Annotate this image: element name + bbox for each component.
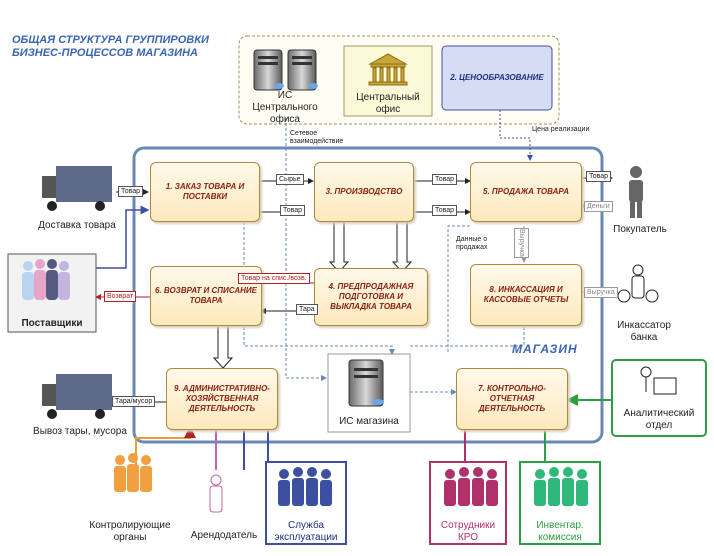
network-note: Сетевое взаимодействие <box>290 130 344 145</box>
flow-raw: Сырье <box>276 174 304 185</box>
truck-icon <box>42 374 112 419</box>
flow-goods-in: Товар <box>118 186 144 197</box>
delivery-label: Доставка товара <box>38 220 116 231</box>
process-control: 7. КОНТРОЛЬНО-ОТЧЕТНАЯ ДЕЯТЕЛЬНОСТЬ <box>456 368 568 430</box>
flow-container: Тара <box>296 304 318 315</box>
central-is-label: ИС Центрального офиса <box>252 90 318 125</box>
central-office-label: Центральный офис <box>356 92 420 115</box>
flow-money: Деньги <box>584 201 613 212</box>
kro-label: Сотрудники КРО <box>440 520 496 543</box>
landlord-label: Арендодатель <box>190 530 258 541</box>
process-order: 1. ЗАКАЗ ТОВАРА И ПОСТАВКИ <box>150 162 260 222</box>
process-pricing: 2. ЦЕНООБРАЗОВАНИЕ <box>450 73 544 82</box>
pricing-box <box>441 45 553 111</box>
truck-icon <box>42 166 112 211</box>
analytics-box <box>611 359 707 437</box>
people-icon <box>278 467 332 506</box>
waste-label: Вывоз тары, мусора <box>33 426 127 437</box>
analytics-label: Аналитический отдел <box>623 408 695 431</box>
store-label: МАГАЗИН <box>512 342 578 356</box>
service-label: Служба эксплуатации <box>274 520 338 543</box>
people-icon <box>114 453 152 492</box>
people-icon <box>444 467 498 506</box>
process-admin: 9. АДМИНИСТРАТИВНО-ХОЗЯЙСТВЕННАЯ ДЕЯТЕЛЬ… <box>166 368 278 430</box>
server-icon <box>253 49 318 91</box>
buyer-label: Покупатель <box>613 224 667 235</box>
sales-data-note: Данные о продажах <box>456 236 488 251</box>
person-icon <box>209 474 223 513</box>
collector-label: Инкассатор банка <box>617 320 671 343</box>
flow-waste: Тара/мусор <box>112 396 156 407</box>
process-production: 3. ПРОИЗВОДСТВО <box>314 162 414 222</box>
person-icon <box>629 166 643 218</box>
control-label: Контролирующие органы <box>89 520 171 543</box>
diagram-title: ОБЩАЯ СТРУКТУРА ГРУППИРОВКИ БИЗНЕС-ПРОЦЕ… <box>12 34 209 59</box>
building-icon <box>368 53 408 86</box>
people-icon <box>22 259 70 300</box>
flow-goods-out: Товар <box>586 171 612 182</box>
inventory-label: Инвентар. комиссия <box>536 520 584 543</box>
collector-icon <box>617 264 659 303</box>
flow-writeoff: Товар на спис./возв. <box>238 273 310 284</box>
server-icon <box>348 359 384 407</box>
process-collection: 8. ИНКАССАЦИЯ И КАССОВЫЕ ОТЧЕТЫ <box>470 264 582 326</box>
process-return: 6. ВОЗВРАТ И СПИСАНИЕ ТОВАРА <box>150 266 262 326</box>
process-sales: 5. ПРОДАЖА ТОВАРА <box>470 162 582 222</box>
flow-revenue-vertical: Выручка <box>514 228 529 258</box>
flow-goods-1-4: Товар <box>280 205 306 216</box>
flow-return: Возврат <box>104 291 137 302</box>
process-presale: 4. ПРЕДПРОДАЖНАЯ ПОДГОТОВКА И ВЫКЛАДКА Т… <box>314 268 428 326</box>
flow-goods-4-5: Товар <box>432 205 458 216</box>
price-note: Цена реализации <box>532 126 590 133</box>
suppliers-label: Поставщики <box>21 318 83 329</box>
flow-revenue: Выручка <box>584 287 618 298</box>
store-is-label: ИС магазина <box>339 416 399 427</box>
flow-goods-3-5: Товар <box>432 174 458 185</box>
worker-icon <box>640 366 677 395</box>
people-icon <box>534 467 588 506</box>
